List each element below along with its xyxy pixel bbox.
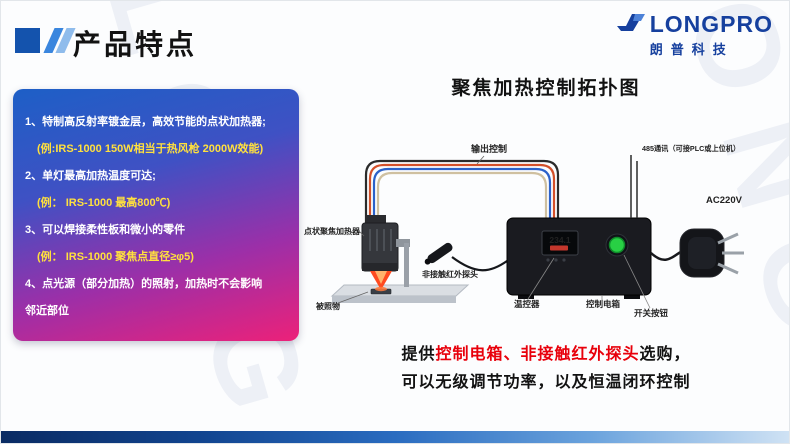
feature-line-example: (例： IRS-1000 最高800℃) [37, 197, 171, 209]
ir-probe [424, 242, 453, 265]
company-logo: LONGPRO 朗普科技 [616, 11, 773, 58]
power-button [605, 233, 629, 257]
heat-beam [370, 271, 392, 292]
feature-line: 4、点光源（部分加热）的照射，加热时不会影响 [25, 278, 263, 290]
display-value: 234.1 [549, 235, 571, 245]
comm-lines [630, 155, 638, 218]
label-output-control: 输出控制 [471, 143, 507, 154]
label-target: 被照物 [316, 301, 340, 311]
label-heater: 点状聚焦加热器 [304, 226, 361, 236]
logo-swoosh-icon [616, 12, 645, 37]
platform [330, 284, 470, 303]
power-plug [679, 228, 744, 278]
logo-text: LONGPRO [649, 11, 773, 37]
feature-line-example: (例： IRS-1000 聚焦点直径≥φ5) [37, 251, 194, 263]
label-temp-controller: 温控器 [514, 299, 540, 309]
label-ac-power: AC220V [706, 195, 743, 206]
label-ir-probe: 非接触红外探头 [422, 269, 478, 279]
probe-cable [451, 256, 508, 272]
feature-line: 2、单灯最高加热温度可达; [25, 170, 156, 182]
topology-diagram: 输出控制 点状聚焦加热器 被照物 [304, 143, 744, 318]
bottom-accent-bar [1, 431, 789, 443]
feature-line: 邻近部位 [25, 305, 69, 317]
footer-text: 选购， [639, 346, 691, 363]
label-switch-button: 开关按钮 [634, 308, 669, 318]
title-deco-square [15, 28, 40, 53]
footer-line-2: 可以无级调节功率，以及恒温闭环控制 [401, 374, 691, 391]
footer-line-1: 提供控制电箱、非接触红外探头选购， [309, 341, 783, 369]
temp-display: 234.1 [541, 230, 579, 262]
label-comm-485: 485通讯（可接PLC或上位机） [642, 144, 740, 153]
footer-highlight-text: 控制电箱、非接触红外探头 [435, 346, 640, 363]
feature-line: 3、可以焊接柔性板和微小的零件 [25, 224, 186, 236]
feature-card: 1、特制高反射率镀金层，高效节能的点状加热器; (例:IRS-1000 150W… [13, 89, 299, 341]
diagram-title: 聚焦加热控制拓扑图 [451, 78, 641, 99]
heater [361, 215, 410, 287]
plug-cord [650, 249, 683, 261]
footer-text: 提供 [401, 346, 436, 363]
wire-bundle [364, 159, 560, 223]
feature-line-example: (例:IRS-1000 150W相当于热风枪 2000W效能) [37, 143, 264, 155]
feature-line: 1、特制高反射率镀金层，高效节能的点状加热器; [25, 116, 266, 128]
footer-note: 提供控制电箱、非接触红外探头选购， 可以无级调节功率，以及恒温闭环控制 [309, 341, 783, 397]
control-box: 234.1 [506, 217, 652, 299]
logo-subtext: 朗普科技 [649, 42, 734, 57]
page-title: 产品特点 [73, 29, 198, 60]
label-control-box: 控制电箱 [586, 299, 621, 309]
